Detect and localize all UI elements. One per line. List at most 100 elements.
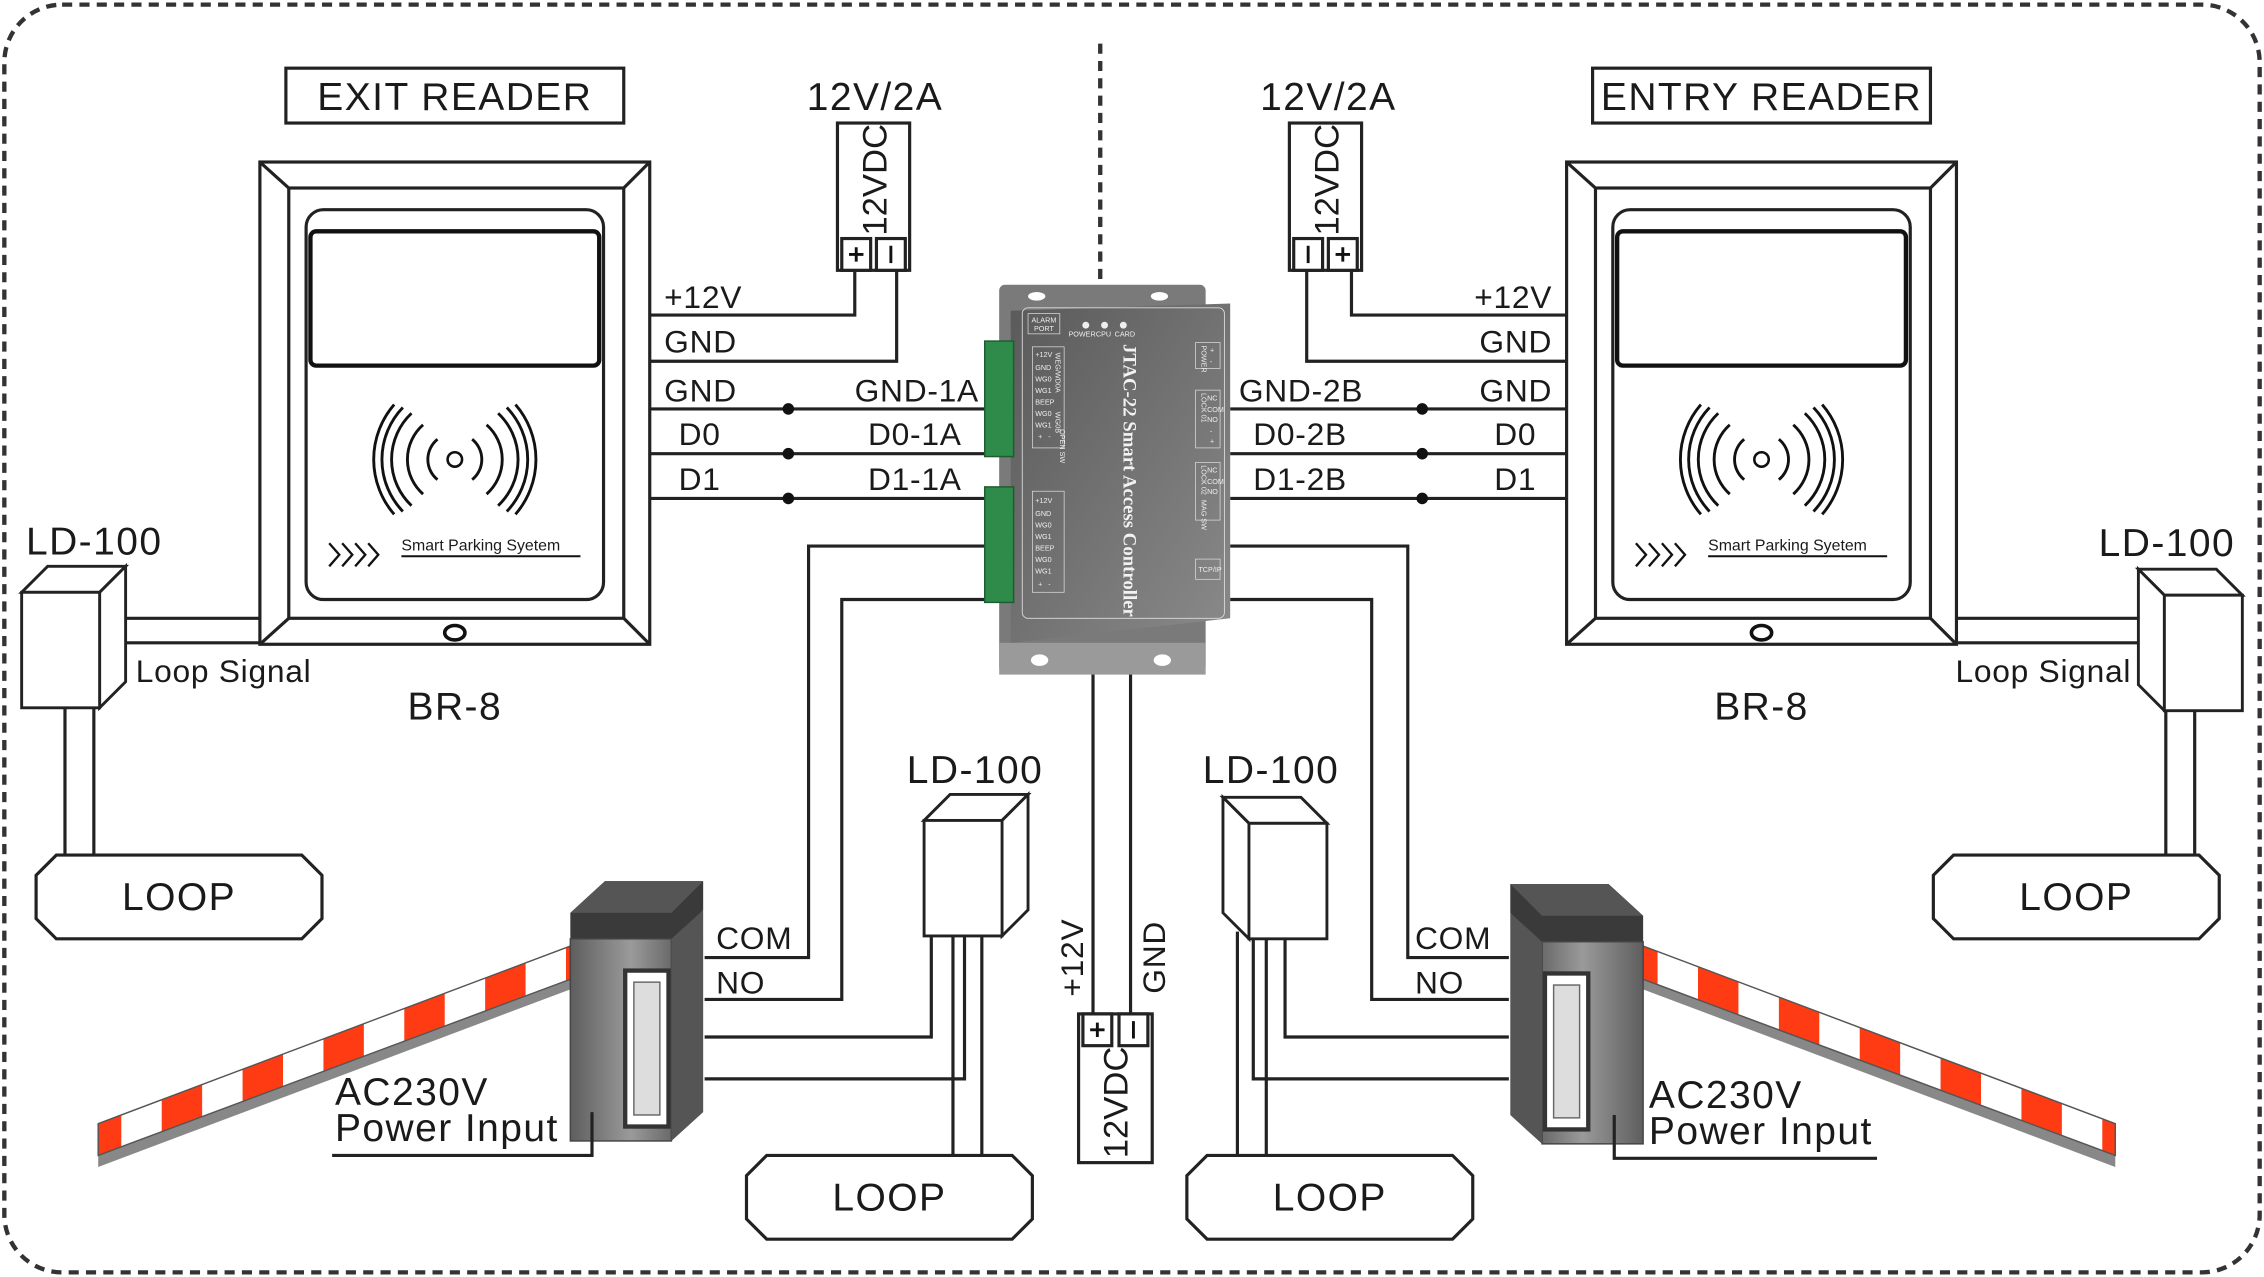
right-outer-ld100 — [2136, 567, 2244, 713]
left-wire-gnd-psu: GND — [664, 324, 737, 360]
pin-label: NC — [1207, 393, 1217, 402]
center-psu-gnd: GND — [1136, 921, 1172, 994]
reader-b-terminals: +12V GND WG0 WG1 BEEP WG0 WG1 + - — [1032, 490, 1065, 593]
left-wire-12v: +12V — [664, 279, 742, 315]
pin-label: WG1 — [1035, 567, 1051, 576]
left-barrier-no: NO — [716, 965, 765, 1001]
right-outer-loop-label: LOOP — [2019, 876, 2133, 919]
right-inner-detector-label: LD-100 — [1203, 749, 1339, 792]
alarm-port-label-2: PORT — [1034, 324, 1054, 333]
right-barrier-com: COM — [1415, 920, 1491, 956]
exit-reader-title-box: EXIT READER — [284, 66, 626, 125]
entry-reader-title-box: ENTRY READER — [1591, 66, 1933, 125]
pin-label: WG0 — [1035, 374, 1051, 383]
pin-label: COM — [1207, 477, 1224, 486]
right-power-line1: AC230V — [1649, 1074, 1803, 1117]
access-controller: ALARM PORT POWER CPU CARD JTAC-22 Smart … — [984, 284, 1231, 675]
pin-label: BEEP — [1035, 398, 1054, 407]
pin-label: WG0 — [1035, 555, 1051, 564]
alarm-port-label: ALARM — [1032, 315, 1057, 324]
right-wire-d0: D0 — [1494, 416, 1536, 452]
right-wire-gnd-psu: GND — [1479, 324, 1552, 360]
pin-label: BEEP — [1035, 543, 1054, 552]
exit-reader-model: BR-8 — [408, 685, 503, 728]
center-psu-label: 12VDC — [1098, 1047, 1136, 1159]
left-loop-signal: Loop Signal — [136, 653, 312, 689]
controller-title: JTAC-22 Smart Access Controller — [1118, 344, 1139, 617]
power-led — [1082, 321, 1090, 329]
pin-label: +12V — [1035, 350, 1052, 359]
pin-label: WG0 — [1035, 409, 1051, 418]
pin-label: GND — [1035, 363, 1051, 372]
ctrl-wire-d0-1a: D0-1A — [868, 416, 962, 452]
reader-brand-text: Smart Parking Syetem — [401, 537, 560, 554]
right-psu-rating: 12V/2A — [1260, 76, 1397, 119]
left-inner-detector-label: LD-100 — [907, 749, 1043, 792]
pin-label: WG1 — [1035, 386, 1051, 395]
pin-label: WG1 — [1035, 532, 1051, 541]
ctrl-wire-d0-2b: D0-2B — [1253, 416, 1347, 452]
pin-label: +12V — [1035, 496, 1052, 505]
pin-label: NO — [1207, 415, 1218, 424]
center-psu: 12VDC — [1076, 1012, 1154, 1165]
right-wire-gnd: GND — [1479, 373, 1552, 409]
right-inner-loop-label: LOOP — [1273, 1176, 1387, 1219]
pin-label: - — [1210, 426, 1213, 435]
tcpip-port-label: TCP/IP — [1198, 565, 1221, 574]
left-power-line1: AC230V — [335, 1071, 489, 1114]
pin-label: COM — [1207, 405, 1224, 414]
left-inner-ld100 — [922, 792, 1030, 938]
power-terminal-label: POWER — [1199, 345, 1208, 372]
left-outer-detector-label: LD-100 — [26, 521, 162, 564]
left-psu-rating: 12V/2A — [807, 76, 944, 119]
center-psu-plus: +12V — [1054, 919, 1090, 997]
left-psu-label: 12VDC — [857, 124, 895, 236]
left-wire-d0: D0 — [679, 416, 721, 452]
right-wire-d1: D1 — [1494, 461, 1536, 497]
right-power-line2: Power Input — [1649, 1110, 1873, 1153]
right-outer-loop: LOOP — [1931, 853, 2221, 941]
ctrl-wire-gnd-1a: GND-1A — [855, 373, 979, 409]
left-barrier-com: COM — [716, 920, 792, 956]
lock2-label: LOCK 02 — [1199, 465, 1208, 495]
right-loop-signal: Loop Signal — [1956, 653, 2132, 689]
left-barrier-gate — [570, 881, 703, 1141]
right-terminals: POWER + - LOCK 01 NC COM NO - + LOCK 02 … — [1195, 342, 1224, 580]
group-label: WG0B — [1053, 412, 1062, 433]
left-outer-loop: LOOP — [34, 853, 324, 941]
ctrl-wire-d1-1a: D1-1A — [868, 461, 962, 497]
right-psu: 12VDC — [1287, 121, 1364, 272]
card-led — [1119, 321, 1127, 329]
right-outer-detector-label: LD-100 — [2099, 522, 2235, 565]
right-psu-label: 12VDC — [1308, 124, 1346, 236]
led-card-label: CARD — [1115, 330, 1135, 339]
entry-reader-model: BR-8 — [1714, 685, 1809, 728]
left-power-line2: Power Input — [335, 1107, 559, 1150]
right-barrier-gate — [1510, 884, 1643, 1144]
cpu-led — [1101, 321, 1109, 329]
left-wire-gnd: GND — [664, 373, 737, 409]
right-wire-12v: +12V — [1474, 279, 1552, 315]
group-label: WEG/WD0A — [1053, 353, 1062, 393]
pin-label: + — [1210, 437, 1214, 446]
led-cpu-label: CPU — [1096, 330, 1111, 339]
pin-label: GND — [1035, 509, 1051, 518]
group-label: OPEN SW — [1058, 429, 1067, 463]
left-psu: 12VDC — [835, 121, 912, 272]
pin-label: + — [1038, 580, 1042, 589]
pin-label: - — [1048, 580, 1051, 589]
pin-label: - — [1048, 432, 1051, 441]
left-wire-d1: D1 — [679, 461, 721, 497]
pin-label: NO — [1207, 487, 1218, 496]
reader-a-terminals: +12V GND WG0 WG1 BEEP WG0 WG1 WEG/WD0A W… — [1032, 346, 1067, 463]
reader-brand-text: Smart Parking Syetem — [1708, 537, 1867, 554]
right-reader-wires — [1230, 270, 1567, 505]
lock1-label: LOCK 01 — [1199, 393, 1208, 423]
entry-reader-title: ENTRY READER — [1601, 76, 1922, 119]
terminal-blocks-left — [984, 340, 1015, 604]
exit-reader-title: EXIT READER — [317, 76, 592, 119]
left-outer-loop-label: LOOP — [122, 876, 236, 919]
pin-label: WG1 — [1035, 421, 1051, 430]
left-outer-ld100 — [20, 564, 128, 710]
